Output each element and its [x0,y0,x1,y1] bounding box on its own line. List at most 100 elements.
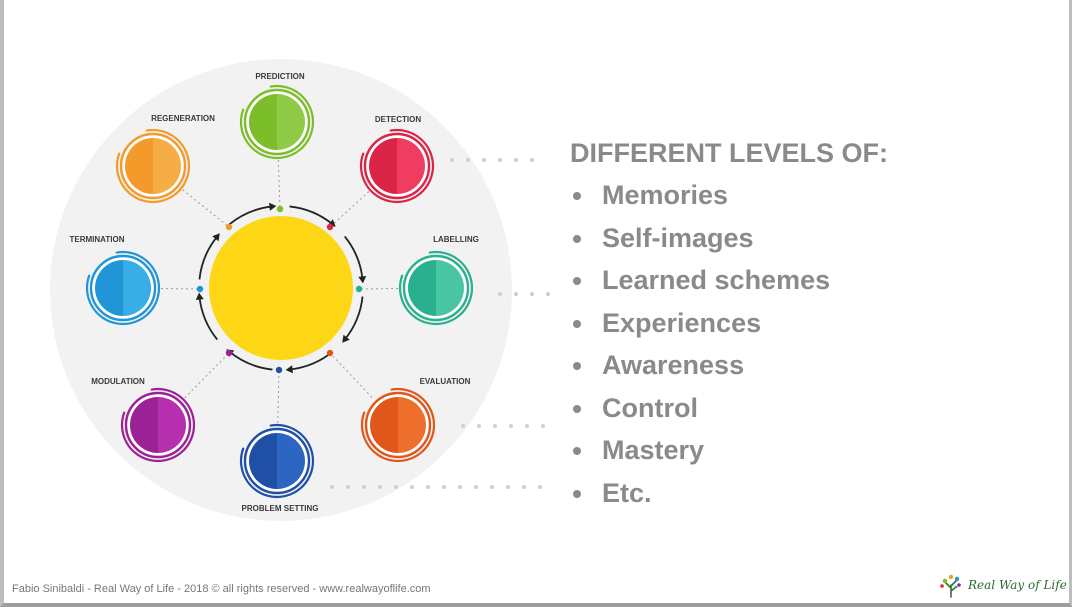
leader-dot [522,485,526,489]
node-swirl-arc [239,423,315,499]
leader-dot [525,424,529,428]
list-item-label: Mastery [602,435,705,465]
arrowhead [212,233,220,242]
bullet-icon [573,404,581,413]
connector-dot [276,205,284,213]
leader-dot [530,292,534,296]
connector-line [358,287,399,290]
node-disc-left [249,94,277,150]
leader-dot [461,424,465,428]
node-label-labelling: LABELLING [433,235,479,244]
leader-dot [394,485,398,489]
stage-node-termination: TERMINATION [70,235,161,326]
node-label-modulation: MODULATION [91,377,145,386]
stage-node-evaluation: EVALUATION [360,377,471,463]
leader-dot [330,485,334,489]
connector-line [329,191,370,228]
dotted-leaders [330,158,550,489]
node-disc-left [125,138,153,194]
node-disc-right [123,260,151,316]
leader-dot [506,485,510,489]
list-item-label: Memories [602,180,729,210]
arrowhead [269,202,277,211]
connector-line [329,352,373,398]
leader-dot [450,158,454,162]
leader-dot [514,292,518,296]
leader-dot [530,158,534,162]
cycle-arrow [344,235,364,280]
cycle-arrow [198,296,218,341]
connector-line [160,287,201,290]
node-label-problem-setting: PROBLEM SETTING [242,504,319,513]
stage-node-prediction: PREDICTION [239,72,315,160]
list-item-label: Awareness [602,350,745,380]
leader-dot [514,158,518,162]
node-swirl-arc [239,84,315,160]
list-item-label: Learned schemes [602,265,831,295]
list-item: Etc. [570,472,888,515]
leader-dot [458,485,462,489]
cycle-arrows [195,202,367,374]
leader-dot [378,485,382,489]
cycle-arrow [228,351,273,371]
stage-node-problem-setting: PROBLEM SETTING [239,423,319,513]
connector-dot [355,285,363,293]
node-disc-right [158,397,186,453]
node-label-detection: DETECTION [375,115,421,124]
node-disc-right [398,397,426,453]
list-item: Experiences [570,302,888,345]
stage-node-regeneration: REGENERATION [115,114,215,204]
connector-line [277,159,281,210]
node-disc-right [277,433,305,489]
list-item: Self-images [570,217,888,260]
arrowhead [342,334,350,343]
node-swirl-arc [360,387,436,463]
leader-dot [346,485,350,489]
bullet-icon [573,277,581,285]
cycle-arrow [228,205,273,225]
leader-dot [474,485,478,489]
stage-node-detection: DETECTION [359,115,435,204]
leader-dot [426,485,430,489]
node-swirl-arc [85,250,161,326]
node-swirl-arc [398,250,474,326]
node-disc-left [370,397,398,453]
bullet-icon [573,362,581,370]
arrowhead [358,276,367,284]
node-disc-left [249,433,277,489]
node-disc-right [397,138,425,194]
levels-list: DIFFERENT LEVELS OF: Memories Self-image… [570,132,888,514]
node-disc-left [95,260,123,316]
bullet-icon [573,192,581,200]
arrowhead [195,292,204,300]
node-label-termination: TERMINATION [70,235,125,244]
connector-dot [225,349,233,357]
connector-dot [275,366,283,374]
stage-nodes: PREDICTION DETECTION LABELLING EVALUATION PR… [70,72,479,513]
list-items: Memories Self-images Learned schemes Exp… [570,174,888,514]
list-item: Control [570,387,888,430]
list-item: Awareness [570,344,888,387]
leader-dot [541,424,545,428]
connector-line [184,352,230,399]
node-label-regeneration: REGENERATION [151,114,215,123]
leader-dot [466,158,470,162]
node-swirl-arc [115,128,191,204]
node-disc-left [369,138,397,194]
leader-dot [362,485,366,489]
leader-dot [498,292,502,296]
node-disc-right [153,138,181,194]
leader-dot [442,485,446,489]
center-circle [209,216,353,360]
leader-dot [477,424,481,428]
connector-line [277,369,280,424]
bullet-icon [573,234,581,243]
arrowhead [285,365,293,374]
leader-dot [493,424,497,428]
connector-dot [225,223,233,231]
leader-dot [538,485,542,489]
connector-lines [160,159,399,424]
footer-copyright: Fabio Sinibaldi - Real Way of Life - 201… [12,583,431,595]
